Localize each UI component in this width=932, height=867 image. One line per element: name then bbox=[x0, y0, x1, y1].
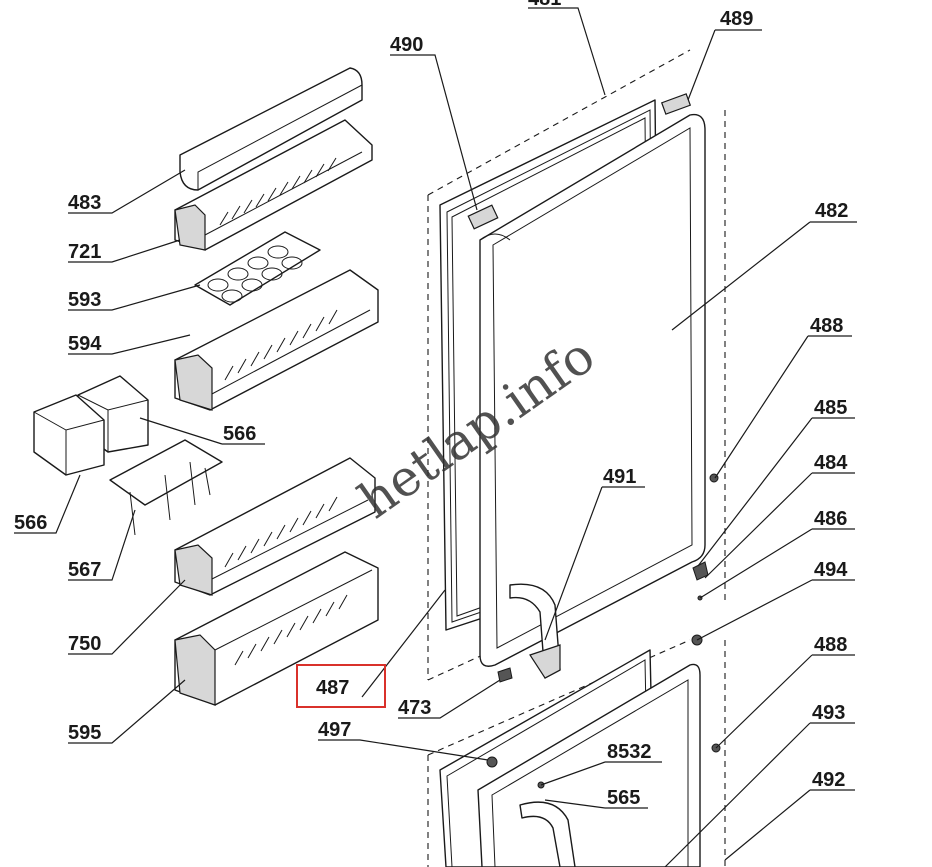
label-721: 721 bbox=[68, 241, 101, 263]
label-482: 482 bbox=[815, 200, 848, 222]
label-595: 595 bbox=[68, 722, 101, 744]
label-566-right: 566 bbox=[223, 423, 256, 445]
label-481: 481 bbox=[528, 0, 561, 10]
label-593: 593 bbox=[68, 289, 101, 311]
label-488-top: 488 bbox=[810, 315, 843, 337]
label-497: 497 bbox=[318, 719, 351, 741]
label-567: 567 bbox=[68, 559, 101, 581]
label-483: 483 bbox=[68, 192, 101, 214]
label-492: 492 bbox=[812, 769, 845, 791]
holder-567 bbox=[109, 439, 223, 536]
part-labels: 481 489 490 482 483 721 593 594 566 566 … bbox=[14, 0, 848, 809]
label-494: 494 bbox=[814, 559, 848, 581]
label-488-bottom: 488 bbox=[814, 634, 847, 656]
label-489: 489 bbox=[720, 8, 753, 30]
label-493: 493 bbox=[812, 702, 845, 724]
label-566-left: 566 bbox=[14, 512, 47, 534]
shelf-cover-483 bbox=[179, 67, 363, 191]
label-491: 491 bbox=[603, 466, 636, 488]
upper-door-panel bbox=[467, 93, 706, 667]
door-shelf-594 bbox=[174, 269, 379, 411]
label-485: 485 bbox=[814, 397, 847, 419]
lower-door-assembly bbox=[439, 649, 701, 867]
egg-tray-593 bbox=[194, 231, 321, 306]
label-8532: 8532 bbox=[607, 741, 652, 763]
label-490: 490 bbox=[390, 34, 423, 56]
label-484: 484 bbox=[814, 452, 848, 474]
label-750: 750 bbox=[68, 633, 101, 655]
leader-lines bbox=[14, 7, 857, 867]
upper-door-handle bbox=[509, 583, 561, 679]
label-565: 565 bbox=[607, 787, 640, 809]
egg-shelf-721 bbox=[174, 119, 373, 251]
label-486: 486 bbox=[814, 508, 847, 530]
door-shelf-750 bbox=[174, 457, 376, 596]
label-487: 487 bbox=[316, 677, 349, 699]
label-594: 594 bbox=[68, 333, 102, 355]
label-473: 473 bbox=[398, 697, 431, 719]
door-shelf-595 bbox=[174, 551, 379, 706]
small-boxes-566 bbox=[33, 375, 149, 476]
highlight-box-487 bbox=[296, 664, 386, 708]
hinge-small-parts bbox=[497, 473, 721, 753]
